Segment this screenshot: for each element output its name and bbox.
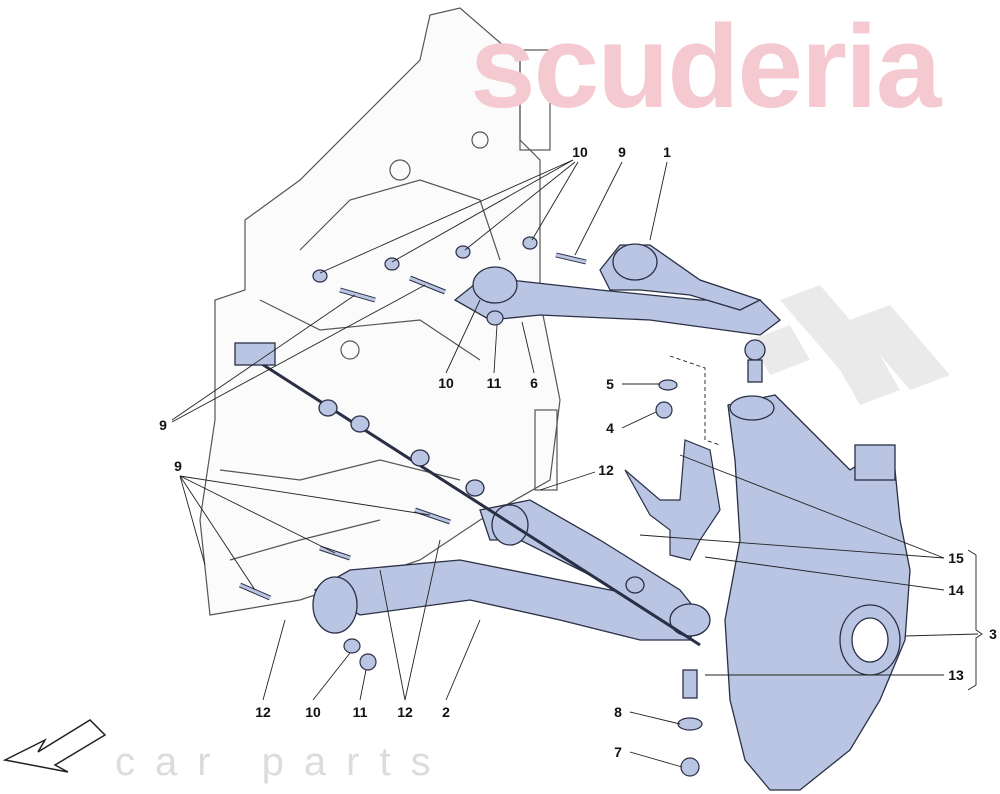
callout-11: 11 [352, 704, 368, 720]
steering-knuckle [724, 394, 911, 791]
lower-control-arm [312, 499, 711, 699]
tie-rod [234, 342, 701, 647]
callout-14: 14 [948, 582, 964, 598]
callout-4: 4 [606, 420, 614, 436]
fasteners [239, 236, 703, 777]
callout-12: 12 [255, 704, 271, 720]
callout-5: 5 [606, 376, 614, 392]
subframe [199, 7, 561, 616]
callout-1: 1 [663, 144, 671, 160]
callout-15: 15 [948, 550, 964, 566]
arrow-down-left-icon [2, 719, 107, 773]
callout-11: 11 [486, 375, 502, 391]
callout-12: 12 [598, 462, 614, 478]
callout-9: 9 [159, 417, 167, 433]
upper-control-arm [453, 243, 781, 383]
callout-9: 9 [618, 144, 626, 160]
callout-10: 10 [572, 144, 588, 160]
callout-3: 3 [989, 626, 997, 642]
bracket [624, 439, 721, 561]
callout-10: 10 [438, 375, 454, 391]
leader-lines [171, 159, 983, 768]
callout-10: 10 [305, 704, 321, 720]
watermark-sub: car parts [115, 740, 451, 784]
callout-9: 9 [174, 458, 182, 474]
callout-13: 13 [948, 667, 964, 683]
callout-12: 12 [397, 704, 413, 720]
callout-6: 6 [530, 375, 538, 391]
checker-flag-watermark [750, 285, 950, 405]
callout-8: 8 [614, 704, 622, 720]
callout-7: 7 [614, 744, 622, 760]
watermark-brand: scuderia [470, 1, 941, 133]
callout-2: 2 [442, 704, 450, 720]
